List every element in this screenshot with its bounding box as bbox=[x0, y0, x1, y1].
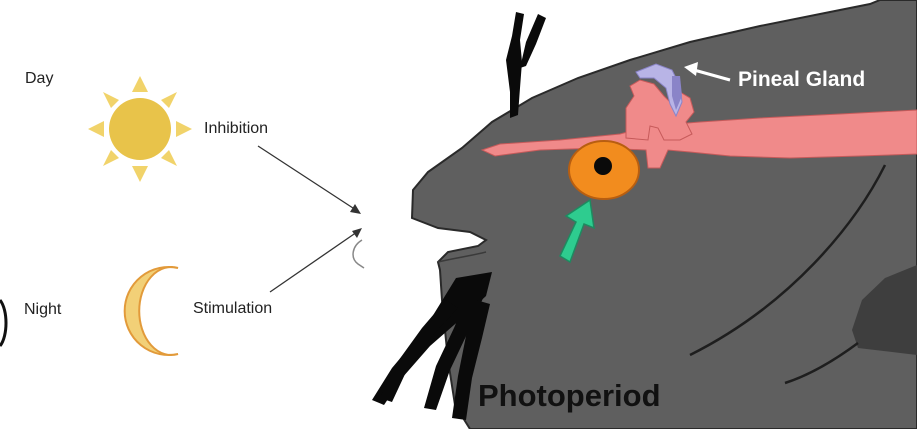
night-label: Night bbox=[24, 301, 61, 319]
fish-head bbox=[412, 0, 917, 429]
sun-icon bbox=[88, 76, 192, 182]
eye-pupil bbox=[594, 157, 612, 175]
partial-bracket-edge bbox=[0, 300, 6, 346]
photoperiod-label: Photoperiod bbox=[478, 378, 661, 414]
stimulation-arrow bbox=[270, 228, 362, 292]
partial-shape-edge bbox=[353, 240, 364, 268]
crescent-moon-icon bbox=[125, 267, 178, 355]
day-label: Day bbox=[25, 70, 53, 88]
nasal-barbel-branch bbox=[520, 14, 546, 68]
fish-body bbox=[412, 0, 917, 429]
pineal-gland-label: Pineal Gland bbox=[738, 68, 865, 92]
stimulation-label: Stimulation bbox=[193, 300, 272, 318]
inhibition-arrow bbox=[258, 146, 361, 214]
inhibition-label: Inhibition bbox=[204, 120, 268, 138]
fish-eye bbox=[569, 141, 639, 199]
